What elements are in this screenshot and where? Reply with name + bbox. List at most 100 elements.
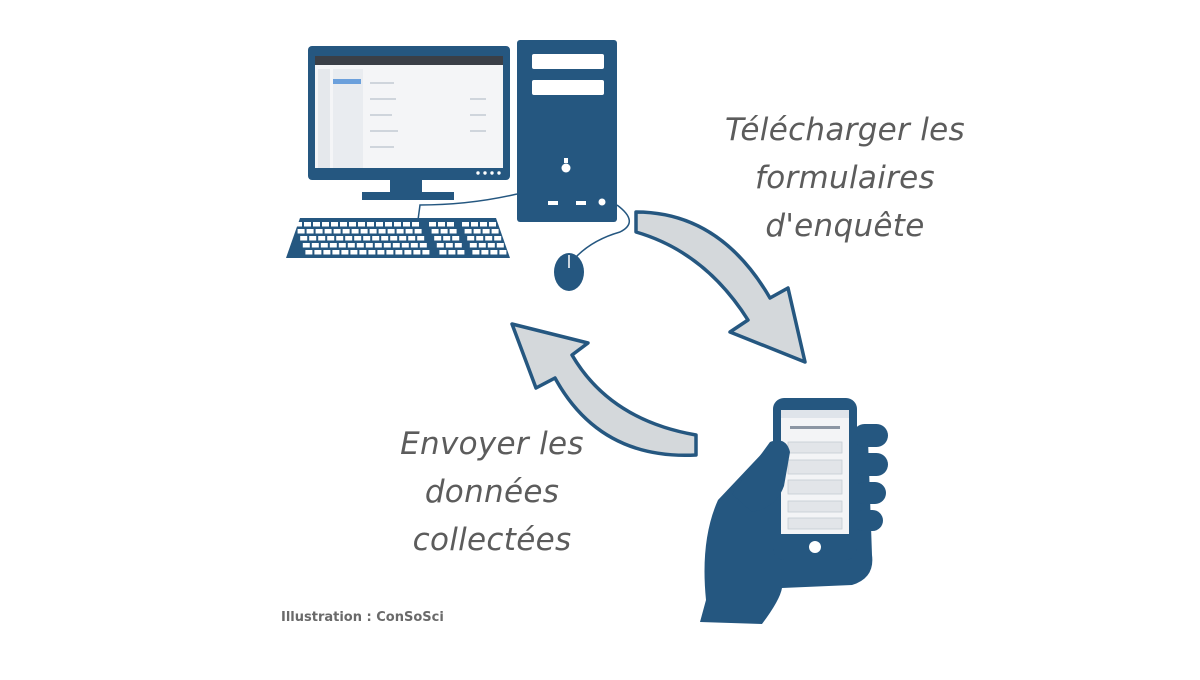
keyboard-key bbox=[480, 222, 487, 227]
keyboard-key bbox=[496, 243, 504, 248]
keyboard-key bbox=[467, 236, 475, 241]
keyboard-key bbox=[311, 243, 319, 248]
keyboard-key bbox=[297, 229, 305, 234]
monitor-base bbox=[362, 192, 454, 200]
keyboard-key bbox=[378, 229, 386, 234]
keyboard-key bbox=[473, 229, 481, 234]
keyboard-key bbox=[340, 222, 347, 227]
keyboard-key bbox=[360, 229, 368, 234]
keyboard-key bbox=[356, 243, 364, 248]
keyboard-key bbox=[454, 243, 462, 248]
keyboard-key bbox=[377, 250, 385, 255]
keyboard-key bbox=[390, 236, 398, 241]
keyboard-key bbox=[347, 243, 355, 248]
screen-rows bbox=[370, 82, 486, 148]
phone-home-button bbox=[809, 541, 821, 553]
keyboard-key bbox=[490, 250, 498, 255]
keyboard-key bbox=[367, 222, 374, 227]
keyboard-key bbox=[304, 222, 311, 227]
caption-send-line-2: données bbox=[424, 474, 560, 510]
caption-send-data: Envoyer les données collectées bbox=[372, 420, 612, 564]
keyboard-key bbox=[422, 250, 430, 255]
keyboard-key bbox=[414, 229, 422, 234]
keyboard-key bbox=[295, 222, 302, 227]
thumb bbox=[732, 440, 790, 512]
keyboard-key bbox=[306, 229, 314, 234]
desktop-computer-icon bbox=[308, 40, 630, 259]
keyboard-key bbox=[323, 250, 331, 255]
keyboard-key bbox=[436, 243, 444, 248]
keyboard-key bbox=[439, 250, 447, 255]
keyboard-keys bbox=[295, 222, 507, 255]
keyboard-key bbox=[478, 243, 486, 248]
keyboard-key bbox=[434, 236, 442, 241]
caption-send-line-1: Envoyer les bbox=[400, 426, 584, 462]
keyboard-key bbox=[413, 250, 421, 255]
finger-1 bbox=[853, 424, 888, 447]
keyboard-key bbox=[322, 222, 329, 227]
keyboard-key bbox=[369, 229, 377, 234]
keyboard-key bbox=[395, 250, 403, 255]
keyboard-key bbox=[447, 222, 454, 227]
keyboard-key bbox=[443, 236, 451, 241]
keyboard-key bbox=[412, 222, 419, 227]
drive-bay-1 bbox=[532, 54, 604, 69]
keyboard-key bbox=[341, 250, 349, 255]
keyboard-key bbox=[342, 229, 350, 234]
keyboard-key bbox=[383, 243, 391, 248]
finger-4 bbox=[853, 510, 883, 531]
keyboard-key bbox=[314, 250, 322, 255]
caption-download-forms: Télécharger les formulaires d'enquête bbox=[700, 106, 990, 250]
keyboard-key bbox=[300, 236, 308, 241]
keyboard-key bbox=[408, 236, 416, 241]
screen-top-bar bbox=[315, 56, 503, 65]
keyboard-key bbox=[331, 222, 338, 227]
finger-2 bbox=[853, 453, 888, 476]
keyboard-key bbox=[329, 243, 337, 248]
keyboard-key bbox=[387, 229, 395, 234]
keyboard-key bbox=[354, 236, 362, 241]
keyboard-key bbox=[457, 250, 465, 255]
keyboard-key bbox=[491, 229, 499, 234]
keyboard-key bbox=[376, 222, 383, 227]
monitor-neck bbox=[390, 180, 422, 194]
keyboard-key bbox=[494, 236, 502, 241]
arrow-down-right-icon bbox=[634, 210, 807, 364]
caption-download-line-1: Télécharger les bbox=[725, 112, 965, 148]
monitor-buttons bbox=[476, 171, 501, 175]
keyboard-key bbox=[372, 236, 380, 241]
arrow-up-left-icon bbox=[510, 322, 698, 458]
keyboard-key bbox=[320, 243, 328, 248]
keyboard-key bbox=[464, 229, 472, 234]
caption-download-line-2: formulaires bbox=[755, 160, 935, 196]
drive-bay-2 bbox=[532, 80, 604, 95]
mouse-icon bbox=[554, 253, 584, 291]
keyboard-key bbox=[462, 222, 469, 227]
port-1 bbox=[548, 201, 558, 205]
caption-send-line-3: collectées bbox=[412, 522, 572, 558]
keyboard-key bbox=[438, 222, 445, 227]
keyboard-icon bbox=[286, 218, 510, 258]
keyboard-key bbox=[404, 250, 412, 255]
screen-list-pane bbox=[333, 69, 363, 168]
keyboard-key bbox=[471, 222, 478, 227]
keyboard-key bbox=[358, 222, 365, 227]
keyboard-key bbox=[489, 222, 496, 227]
keyboard-key bbox=[313, 222, 320, 227]
illustration-credit: Illustration : ConSoSci bbox=[281, 610, 444, 625]
keyboard-key bbox=[332, 250, 340, 255]
keyboard-key bbox=[476, 236, 484, 241]
keyboard-key bbox=[363, 236, 371, 241]
keyboard-key bbox=[374, 243, 382, 248]
keyboard-key bbox=[394, 222, 401, 227]
keyboard-key bbox=[401, 243, 409, 248]
keyboard-key bbox=[336, 236, 344, 241]
keyboard-key bbox=[472, 250, 480, 255]
keyboard-key bbox=[368, 250, 376, 255]
keyboard-key bbox=[350, 250, 358, 255]
keyboard-key bbox=[410, 243, 418, 248]
keyboard-key bbox=[351, 229, 359, 234]
keyboard-key bbox=[309, 236, 317, 241]
